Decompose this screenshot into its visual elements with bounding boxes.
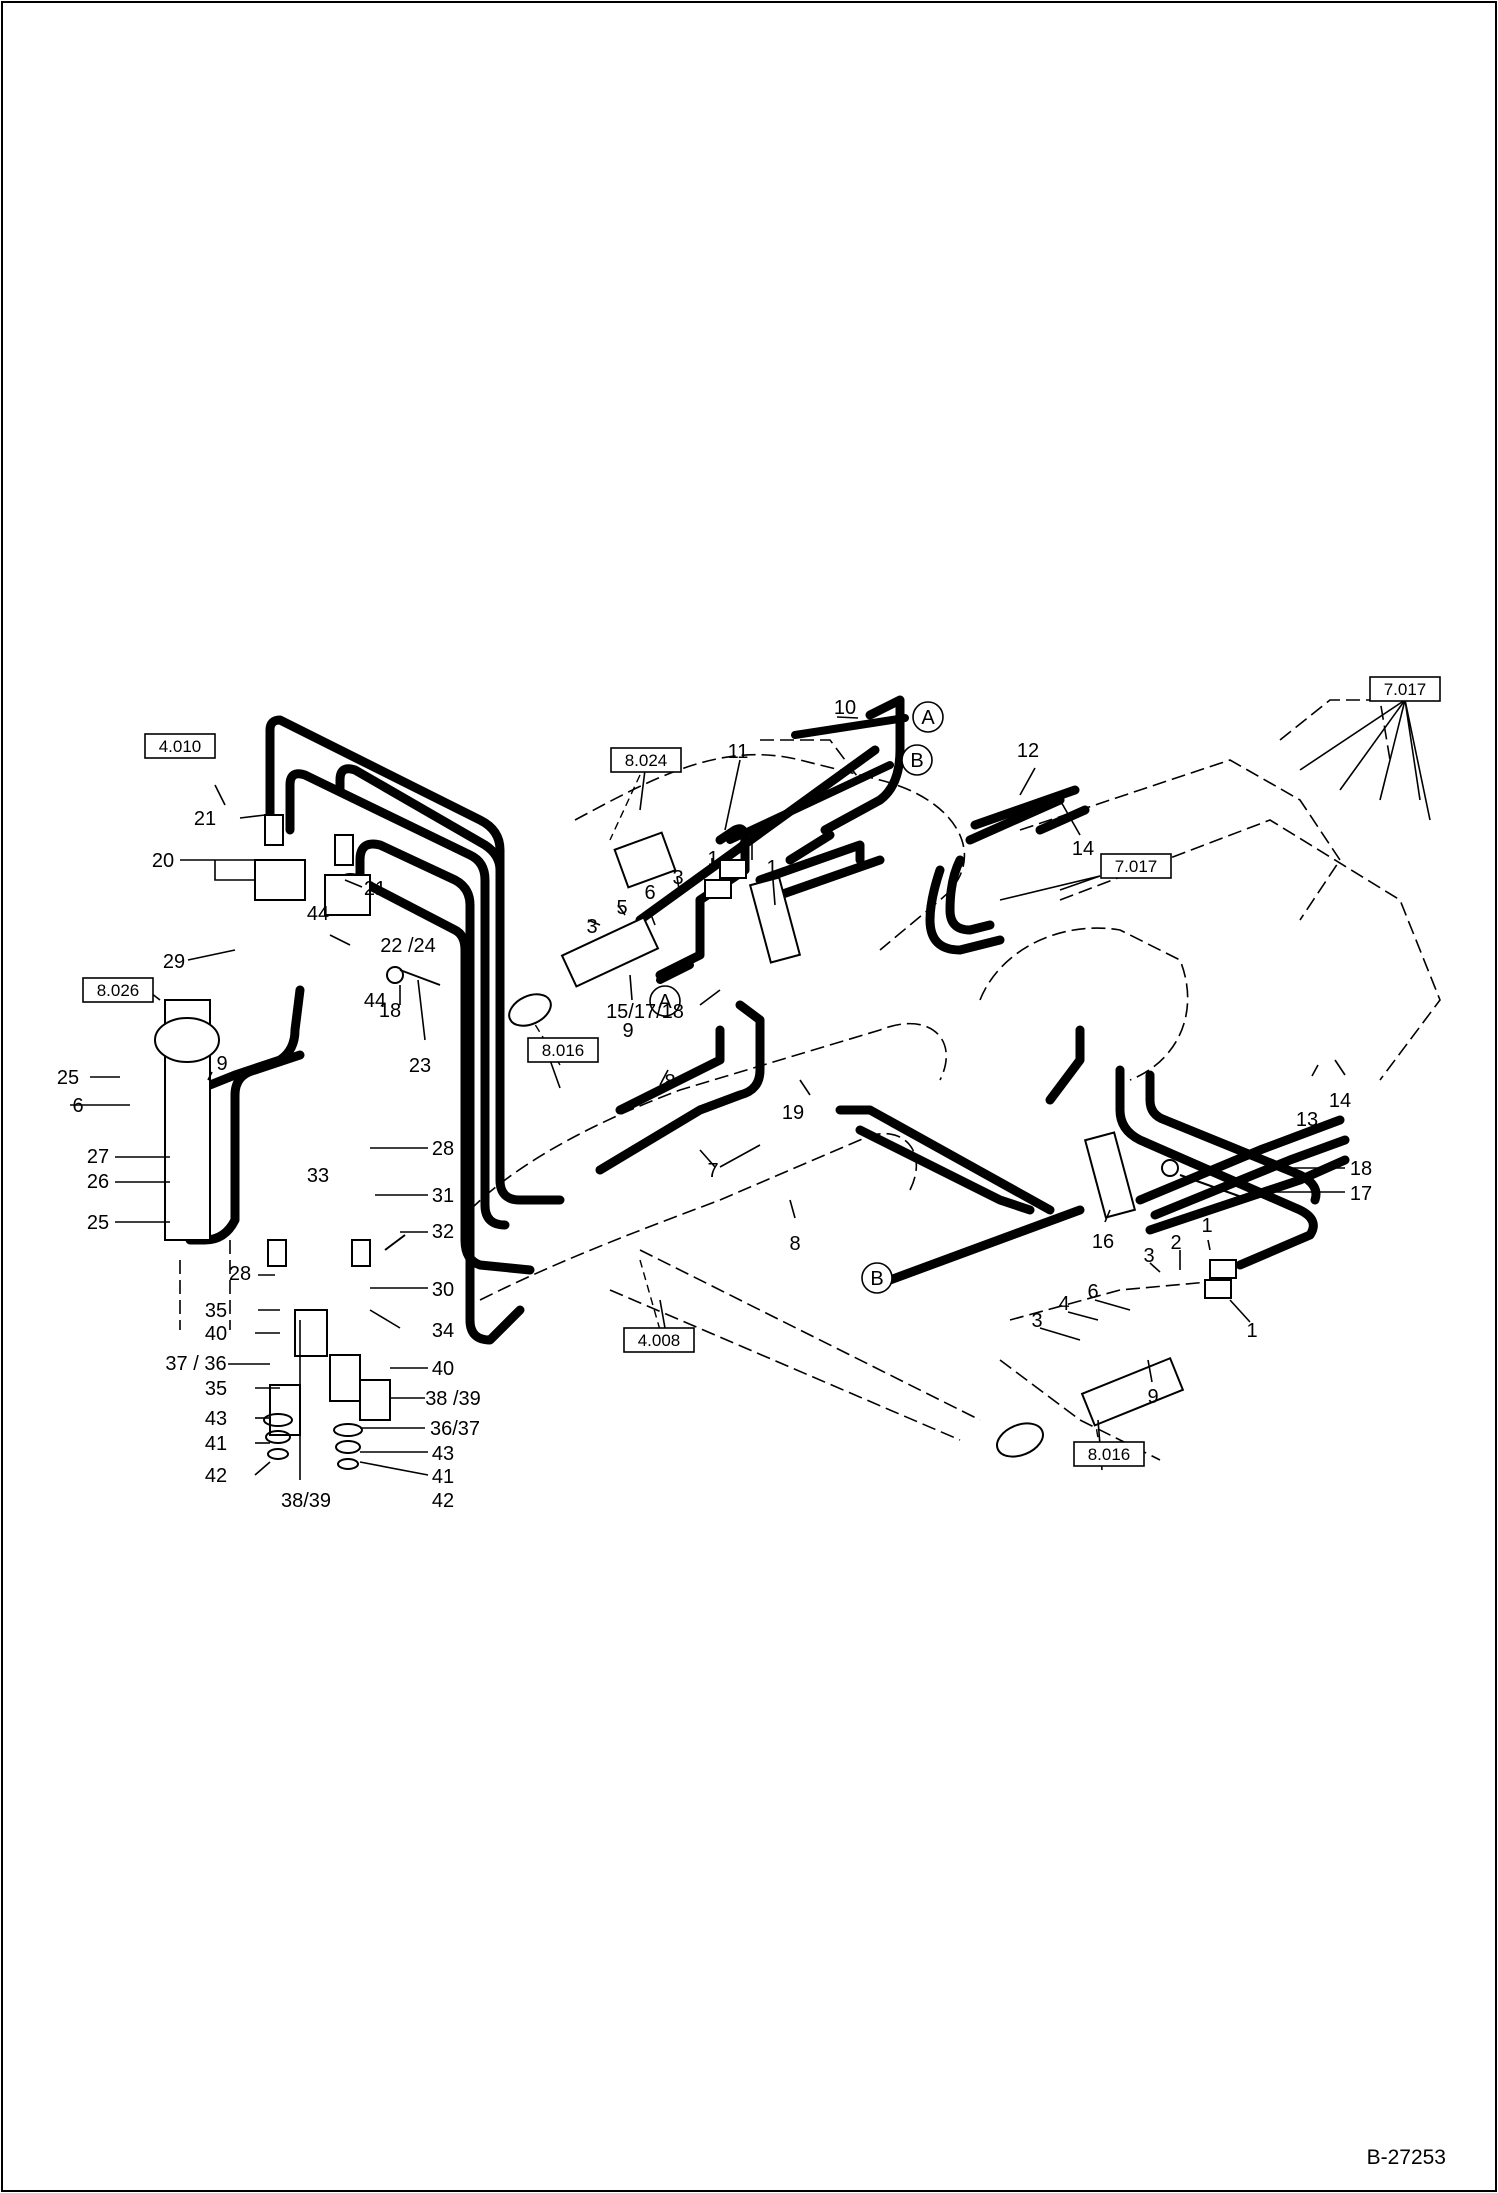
ref-label-4008: 4.008 [638, 1331, 681, 1350]
callout-29: 29 [163, 951, 185, 973]
callout-28-r: 28 [432, 1138, 454, 1160]
callout-41-b: 41 [432, 1466, 454, 1488]
callout-3-a: 3 [586, 916, 597, 938]
callout-21-a: 21 [194, 808, 216, 830]
callout-44-a: 44 [307, 903, 329, 925]
callout-18-l: 18 [379, 1000, 401, 1022]
ref-box-4010 [144, 733, 216, 759]
ref-label-4010: 4.010 [159, 737, 202, 756]
callout-30: 30 [432, 1279, 454, 1301]
callout-leaders [70, 699, 1431, 1480]
ref-label-8016-right: 8.016 [1088, 1445, 1131, 1464]
callout-1-c: 1 [1201, 1215, 1212, 1237]
callout-20: 20 [152, 850, 174, 872]
callout-13: 13 [1296, 1109, 1318, 1131]
marker-b-bottom: B [870, 1268, 883, 1290]
callout-10: 10 [834, 697, 856, 719]
ref-box-8016-left [527, 1037, 599, 1063]
callout-35-a: 35 [205, 1300, 227, 1322]
marker-b-top: B [910, 750, 923, 772]
callout-19: 19 [782, 1102, 804, 1124]
ref-label-8016-left: 8.016 [542, 1041, 585, 1060]
ref-label-8024: 8.024 [625, 751, 668, 770]
callout-4: 4 [1058, 1293, 1069, 1315]
callout-34: 34 [432, 1320, 454, 1342]
callout-32: 32 [432, 1221, 454, 1243]
marker-a-top: A [921, 707, 935, 729]
callout-9-m: 9 [622, 1020, 633, 1042]
callout-9-l: 9 [216, 1053, 227, 1075]
callout-12: 12 [1017, 740, 1039, 762]
ref-box-8026 [82, 977, 154, 1003]
callout-14-top: 14 [1072, 838, 1094, 860]
callout-3-c: 3 [1143, 1245, 1154, 1267]
callout-15-17-18: 15/17/18 [606, 1001, 684, 1023]
callout-9-r: 9 [1147, 1386, 1158, 1408]
callout-26: 26 [87, 1171, 109, 1193]
callout-21-b: 21 [364, 878, 386, 900]
callout-16: 16 [1092, 1231, 1114, 1253]
callout-3-b: 3 [672, 867, 683, 889]
ref-label-8026: 8.026 [97, 981, 140, 1000]
cylinders [154, 831, 1185, 1458]
callout-8-a: 8 [664, 1071, 675, 1093]
ref-label-7017-top: 7.017 [1384, 680, 1427, 699]
callout-23: 23 [409, 1055, 431, 1077]
callout-31: 31 [432, 1185, 454, 1207]
callout-42-b: 42 [432, 1490, 454, 1512]
callout-37-36: 37 / 36 [165, 1353, 226, 1375]
marker-a-mid: A [658, 991, 672, 1013]
callout-36-37: 36/37 [430, 1418, 480, 1440]
ref-box-7017-top [1369, 676, 1441, 702]
callout-6-m: 6 [644, 882, 655, 904]
callout-25-a: 25 [57, 1067, 79, 1089]
callout-41-a: 41 [205, 1433, 227, 1455]
callout-1-a: 1 [707, 848, 718, 870]
callout-40-a: 40 [205, 1323, 227, 1345]
bolts [384, 969, 1251, 1251]
ref-label-7017-mid: 7.017 [1115, 857, 1158, 876]
callout-27: 27 [87, 1146, 109, 1168]
callout-28-l: 28 [229, 1263, 251, 1285]
reference-boxes [82, 676, 1441, 1467]
callout-2-c: 2 [1170, 1232, 1181, 1254]
callout-38-39-b: 38/39 [281, 1490, 331, 1512]
callout-43-b: 43 [432, 1443, 454, 1465]
reference-leaders [519, 774, 1101, 1451]
callout-2-a: 2 [732, 833, 743, 855]
marker-hoses [656, 714, 909, 984]
callout-35-b: 35 [205, 1378, 227, 1400]
callout-8-b: 8 [789, 1233, 800, 1255]
fittings [254, 814, 1237, 1436]
washers [263, 966, 1179, 1470]
ref-box-8024 [610, 747, 682, 773]
callout-17: 17 [1350, 1183, 1372, 1205]
callout-25-b: 25 [87, 1212, 109, 1234]
drawing-code: B-27253 [1367, 2146, 1446, 2169]
callout-38-39-r: 38 /39 [425, 1388, 481, 1410]
callout-7: 7 [707, 1160, 718, 1182]
callout-3-d: 3 [1031, 1310, 1042, 1332]
callout-14-r: 14 [1329, 1090, 1351, 1112]
callout-44-b: 44 [364, 990, 386, 1012]
callout-6-r: 6 [1087, 1281, 1098, 1303]
callout-5: 5 [616, 897, 627, 919]
ref-box-4008 [623, 1327, 695, 1353]
callout-1-b: 1 [766, 857, 777, 879]
machine-outline [179, 699, 1441, 1461]
callout-33: 33 [307, 1165, 329, 1187]
connection-markers [649, 701, 944, 1294]
ref-box-8016-right [1073, 1441, 1145, 1467]
callout-42-a: 42 [205, 1465, 227, 1487]
callout-22-24: 22 /24 [380, 935, 436, 957]
ref-box-7017-mid [1100, 853, 1172, 879]
callout-11: 11 [728, 741, 749, 763]
callout-18-r: 18 [1350, 1158, 1372, 1180]
callout-6-l: 6 [72, 1095, 83, 1117]
callout-40-b: 40 [432, 1358, 454, 1380]
callout-1-d: 1 [1246, 1320, 1257, 1342]
callout-43-a: 43 [205, 1408, 227, 1430]
